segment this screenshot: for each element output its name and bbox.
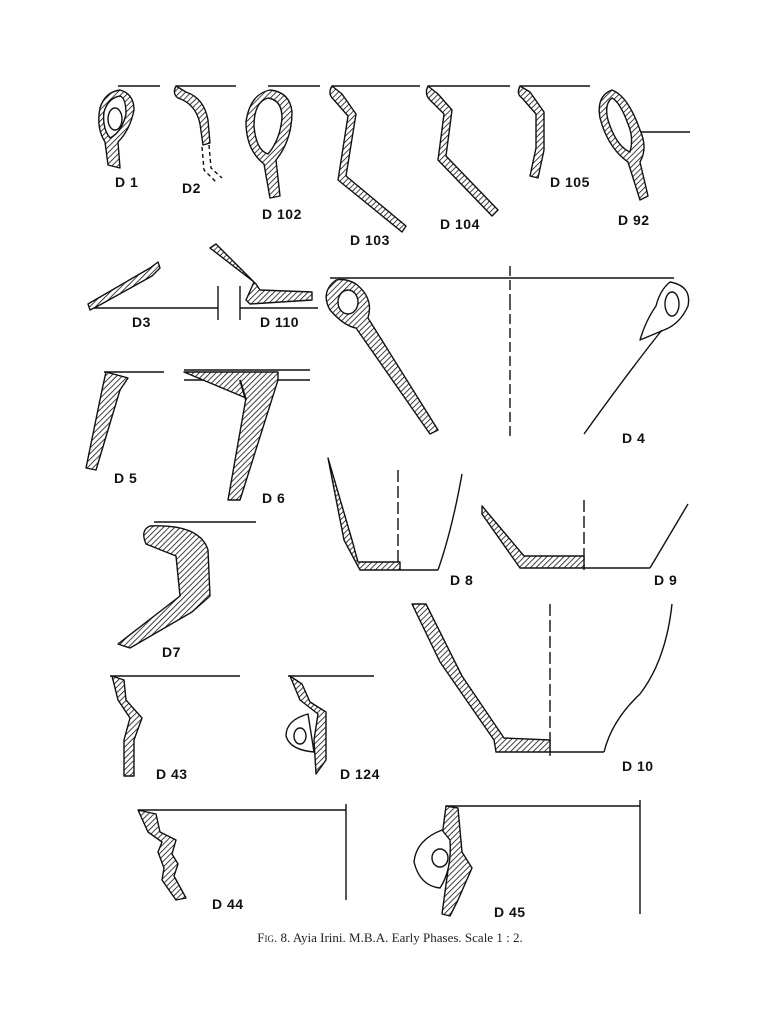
- label-d1: D 1: [115, 174, 139, 190]
- label-d5: D 5: [114, 470, 138, 486]
- label-d105: D 105: [550, 174, 590, 190]
- label-d7: D7: [162, 644, 181, 660]
- label-d6: D 6: [262, 490, 286, 506]
- figure-number: Fig. 8.: [257, 930, 291, 945]
- label-d102: D 102: [262, 206, 302, 222]
- sherd-d8: [327, 457, 463, 571]
- sherd-d9: [481, 500, 689, 570]
- sherd-d103: [329, 85, 420, 233]
- figure-caption-text: Ayia Irini. M.B.A. Early Phases. Scale 1…: [292, 930, 523, 945]
- sherd-d4: [325, 266, 690, 436]
- sherd-d1: [98, 85, 160, 169]
- sherd-d102: [245, 85, 320, 199]
- label-d124: D 124: [340, 766, 380, 782]
- label-d45: D 45: [494, 904, 526, 920]
- sherd-d2: [173, 85, 236, 183]
- label-d2: D2: [182, 180, 201, 196]
- sherd-d10: [411, 603, 673, 756]
- sherd-d124: [285, 675, 374, 775]
- label-d3: D3: [132, 314, 151, 330]
- sherd-d45: [413, 800, 641, 917]
- sherd-d104: [425, 85, 510, 217]
- label-d4: D 4: [622, 430, 646, 446]
- label-d110: D 110: [260, 314, 300, 330]
- label-d92: D 92: [618, 212, 650, 228]
- label-d43: D 43: [156, 766, 188, 782]
- sherd-d44: [137, 804, 347, 901]
- sherd-d7: [117, 521, 256, 649]
- sherd-d3: [87, 261, 219, 320]
- label-d8: D 8: [450, 572, 474, 588]
- figure-caption: Fig. 8. Ayia Irini. M.B.A. Early Phases.…: [0, 930, 780, 946]
- label-d103: D 103: [350, 232, 390, 248]
- label-d44: D 44: [212, 896, 244, 912]
- sherd-d110: [209, 243, 318, 320]
- sherd-d105: [517, 85, 590, 179]
- label-d104: D 104: [440, 216, 480, 232]
- sherd-d92: [598, 89, 690, 201]
- label-d9: D 9: [654, 572, 678, 588]
- sherd-d6: [183, 369, 310, 501]
- label-d10: D 10: [622, 758, 654, 774]
- sherd-d43: [110, 675, 240, 777]
- sherd-d5: [85, 371, 164, 471]
